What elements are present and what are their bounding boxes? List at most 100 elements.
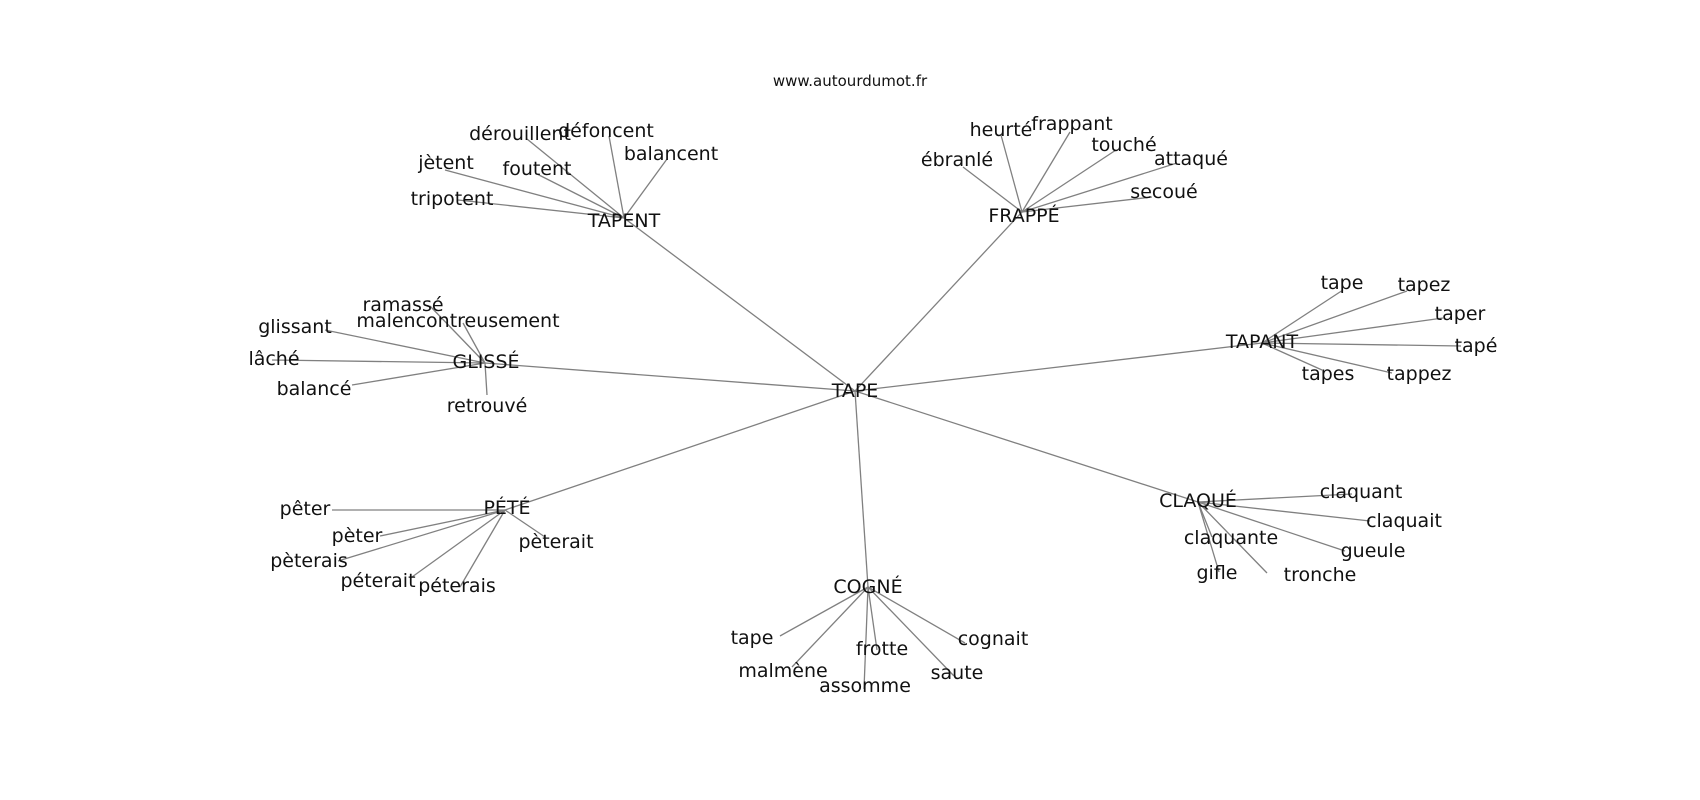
edge-center-to-2: [854, 211, 1023, 392]
graph-edges: [271, 131, 1462, 690]
edge-hub-4-word-5: [1261, 342, 1323, 371]
edge-hub-5-word-2: [379, 509, 506, 537]
related-word-label: heurté: [970, 119, 1033, 141]
edge-hub-5-word-5: [411, 509, 506, 578]
related-word-label: ramassé: [362, 294, 443, 316]
edge-center-to-4: [854, 342, 1263, 392]
edge-hub-4-word-6: [1261, 342, 1393, 374]
related-word-label: pèterais: [270, 550, 348, 572]
edge-center-to-6: [854, 390, 1199, 503]
edge-hub-7-word-2: [867, 586, 966, 644]
edge-hub-4-word-3: [1261, 317, 1444, 344]
edge-hub-3-word-4: [271, 359, 486, 364]
edge-hub-6-word-2: [1197, 501, 1371, 522]
hub-word-label: FRAPPÉ: [988, 204, 1059, 227]
related-word-label: ébranlé: [921, 149, 993, 171]
edge-center-to-5: [504, 390, 856, 511]
related-word-label: retrouvé: [447, 395, 528, 417]
edge-hub-2-word-6: [1021, 196, 1153, 213]
related-word-label: défoncent: [558, 120, 654, 142]
related-word-label: claquait: [1366, 510, 1442, 532]
related-word-label: jètent: [417, 152, 474, 174]
related-word-label: tapes: [1302, 363, 1355, 385]
center-word-label: TAPE: [831, 380, 879, 402]
related-word-label: gueule: [1341, 540, 1406, 562]
edge-hub-5-word-3: [337, 509, 506, 562]
hub-word-label: TAPENT: [587, 210, 661, 232]
edge-center-to-3: [484, 362, 856, 392]
edge-hub-4-word-2: [1261, 290, 1408, 344]
hub-word-label: GLISSÉ: [452, 350, 519, 373]
related-word-label: péterais: [418, 575, 496, 597]
edge-hub-2-word-3: [1021, 149, 1117, 213]
related-word-label: tape: [1321, 272, 1364, 294]
related-word-label: pèterait: [518, 531, 593, 553]
edge-center-to-7: [854, 390, 869, 588]
related-word-label: dérouillent: [469, 123, 571, 145]
edge-hub-1-word-6: [457, 199, 625, 219]
hub-word-label: CLAQUÉ: [1159, 489, 1237, 512]
edge-hub-6-word-6: [1197, 501, 1268, 574]
related-word-label: foutent: [503, 158, 572, 180]
related-word-label: cognait: [958, 628, 1029, 650]
hub-word-label: COGNÉ: [833, 575, 902, 598]
edge-hub-1-word-1: [526, 138, 625, 219]
hub-word-label: PÉTÉ: [483, 496, 530, 519]
related-word-label: assomme: [819, 675, 911, 697]
edge-hub-5-word-4: [504, 509, 546, 538]
edge-hub-3-word-5: [351, 362, 486, 386]
edge-hub-7-word-6: [863, 586, 869, 690]
source-url: www.autourdumot.fr: [772, 72, 928, 90]
edge-hub-1-word-2: [608, 135, 625, 219]
related-word-label: tripotent: [411, 188, 494, 210]
edge-hub-4-word-1: [1261, 289, 1344, 344]
related-word-label: attaqué: [1154, 148, 1228, 170]
edge-hub-3-word-1: [429, 305, 486, 364]
related-word-label: tronche: [1284, 564, 1357, 586]
edge-hub-6-word-1: [1197, 493, 1353, 503]
related-word-label: balancé: [277, 378, 352, 400]
edge-hub-4-word-4: [1261, 342, 1462, 347]
related-word-label: lâché: [248, 348, 299, 370]
related-word-label: tappez: [1387, 363, 1452, 385]
related-word-label: balancent: [624, 143, 718, 165]
edge-hub-1-word-3: [623, 158, 668, 219]
related-word-label: tapez: [1398, 274, 1451, 296]
edge-hub-5-word-6: [459, 509, 506, 588]
edge-hub-1-word-4: [444, 169, 625, 219]
related-word-label: tapé: [1455, 335, 1498, 357]
edge-hub-2-word-2: [1021, 131, 1071, 213]
related-word-label: touché: [1091, 134, 1156, 156]
edge-hub-6-word-4: [1197, 501, 1346, 552]
edge-hub-7-word-5: [867, 586, 955, 677]
edge-hub-2-word-5: [1021, 162, 1178, 213]
related-word-label: tape: [731, 627, 774, 649]
related-word-label: glissant: [258, 316, 332, 338]
edge-hub-7-word-4: [867, 586, 878, 651]
edge-hub-2-word-4: [962, 166, 1023, 213]
related-word-label: frotte: [856, 638, 908, 660]
related-word-label: gifle: [1197, 562, 1238, 584]
related-word-label: malmène: [738, 660, 827, 682]
edge-hub-3-word-3: [324, 329, 486, 364]
edge-hub-3-word-2: [462, 322, 486, 364]
hub-word-label: TAPANT: [1225, 331, 1299, 353]
edge-hub-3-word-6: [484, 362, 488, 396]
related-word-label: péterait: [340, 570, 415, 592]
related-word-label: saute: [931, 662, 984, 684]
related-word-label: malencontreusement: [356, 310, 559, 332]
related-word-label: pèter: [332, 525, 383, 547]
edge-hub-7-word-1: [779, 586, 869, 637]
edge-hub-1-word-5: [536, 173, 625, 219]
related-word-label: taper: [1435, 303, 1486, 325]
edge-hub-7-word-3: [791, 586, 869, 668]
edge-center-to-1: [623, 217, 856, 392]
related-word-label: claquante: [1184, 527, 1278, 549]
related-word-label: pêter: [280, 498, 331, 520]
related-word-label: secoué: [1130, 181, 1197, 203]
related-word-label: claquant: [1320, 481, 1403, 503]
related-word-label: frappant: [1031, 113, 1112, 135]
edge-hub-2-word-1: [1000, 134, 1023, 213]
